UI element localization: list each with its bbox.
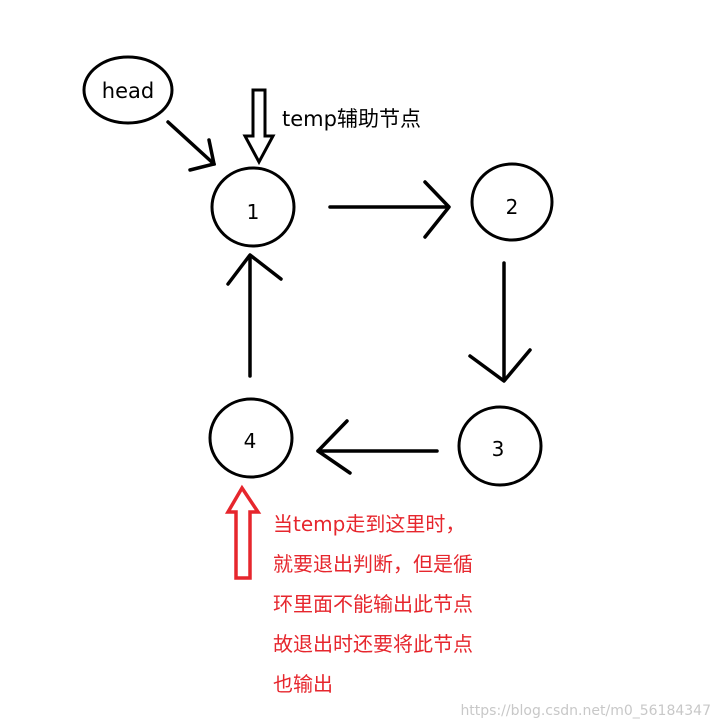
temp-pointer-arrow xyxy=(242,88,276,166)
node-4-circle xyxy=(208,397,294,479)
arrow-2-to-3 xyxy=(468,261,532,383)
exit-note: 当temp走到这里时， 就要退出判断，但是循 环里面不能输出此节点 故退出时还要… xyxy=(273,512,473,696)
head-circle xyxy=(82,55,174,125)
note-line-1: 当temp走到这里时， xyxy=(273,512,465,536)
note-line-3: 环里面不能输出此节点 xyxy=(273,592,473,616)
node-3: 3 xyxy=(457,405,543,487)
note-line-4: 故退出时还要将此节点 xyxy=(273,632,473,656)
note-line-5: 也输出 xyxy=(273,672,333,696)
temp-label: temp辅助节点 xyxy=(282,107,421,131)
node-2-circle xyxy=(470,162,554,242)
node-2: 2 xyxy=(470,162,554,242)
node-3-circle xyxy=(457,405,543,487)
head-node: head xyxy=(82,55,174,125)
node-4-label: 4 xyxy=(244,429,257,453)
watermark: https://blog.csdn.net/m0_56184347 xyxy=(460,703,711,719)
node-1-label: 1 xyxy=(247,200,260,224)
head-label: head xyxy=(102,79,154,103)
head-pointer-arrow xyxy=(166,120,217,172)
exit-pointer-arrow xyxy=(224,484,262,580)
note-line-2: 就要退出判断，但是循 xyxy=(273,552,473,576)
node-1-circle xyxy=(210,166,296,248)
arrow-1-to-2 xyxy=(328,180,451,239)
node-1: 1 xyxy=(210,166,296,248)
node-4: 4 xyxy=(208,397,294,479)
node-3-label: 3 xyxy=(492,437,505,461)
arrow-4-to-1 xyxy=(226,253,283,378)
node-2-label: 2 xyxy=(506,195,519,219)
arrow-3-to-4 xyxy=(316,419,439,475)
